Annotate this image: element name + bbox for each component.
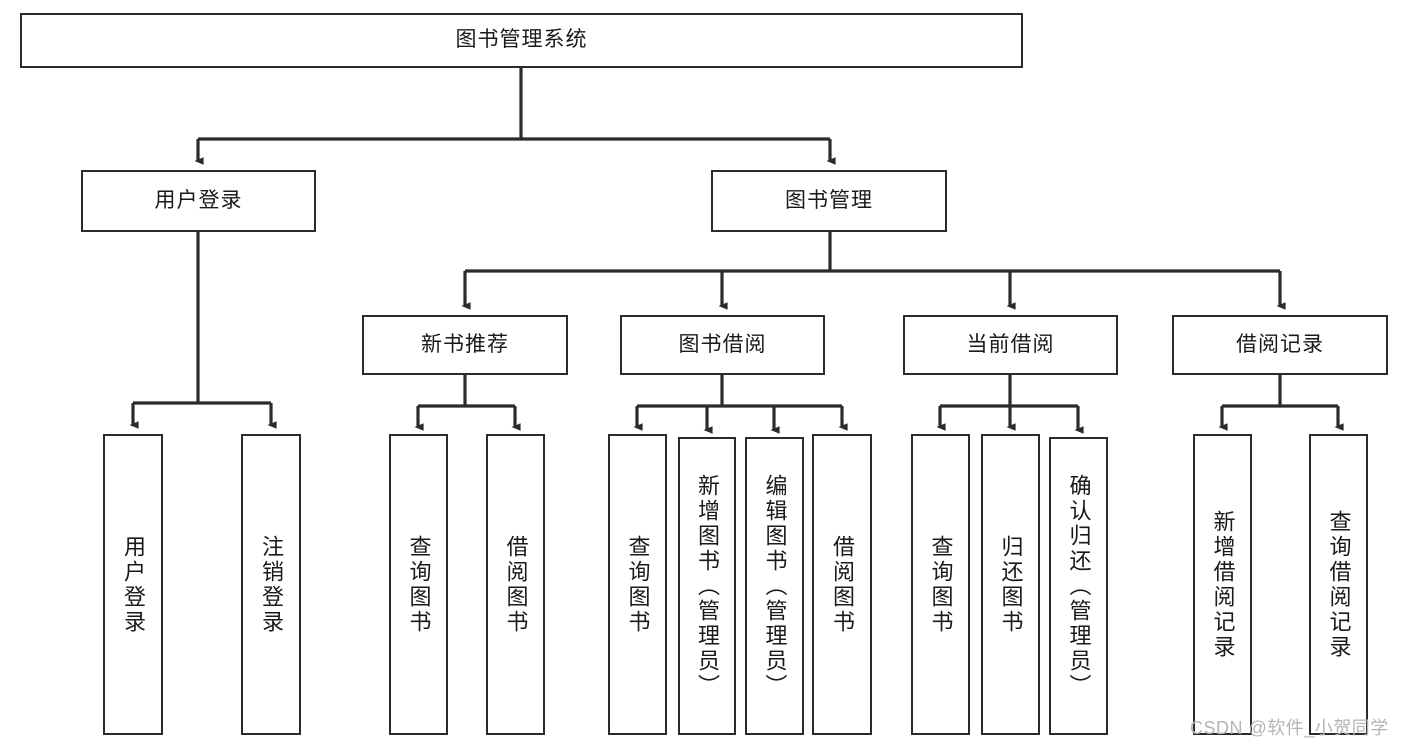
node-user-login[interactable]: 用户登录 xyxy=(81,170,316,232)
node-current-borrow[interactable]: 当前借阅 xyxy=(903,315,1118,375)
node-root-label: 图书管理系统 xyxy=(455,28,588,52)
leaf-add-book[interactable]: 新增图书（管理员） xyxy=(678,437,736,735)
leaf-confirm-return[interactable]: 确认归还（管理员） xyxy=(1049,437,1108,735)
node-borrow-record[interactable]: 借阅记录 xyxy=(1172,315,1388,375)
leaf-user-login[interactable]: 用户登录 xyxy=(103,434,163,735)
leaf-query-book-2-label: 查询图书 xyxy=(625,534,651,635)
leaf-edit-book[interactable]: 编辑图书（管理员） xyxy=(745,437,804,735)
leaf-add-record-label: 新增借阅记录 xyxy=(1210,509,1236,660)
leaf-return-book-label: 归还图书 xyxy=(998,534,1024,635)
node-current-borrow-label: 当前借阅 xyxy=(966,332,1055,356)
leaf-confirm-return-label: 确认归还（管理员） xyxy=(1066,473,1092,699)
leaf-borrow-book-2[interactable]: 借阅图书 xyxy=(812,434,872,735)
leaf-logout-login-label: 注销登录 xyxy=(259,534,284,635)
node-new-book-recommend[interactable]: 新书推荐 xyxy=(362,315,568,375)
node-book-borrow[interactable]: 图书借阅 xyxy=(620,315,825,375)
leaf-query-book-3-label: 查询图书 xyxy=(928,534,954,635)
csdn-watermark: CSDN @软件_小贺同学 xyxy=(1190,718,1389,738)
leaf-logout-login[interactable]: 注销登录 xyxy=(241,434,301,735)
leaf-query-record-label: 查询借阅记录 xyxy=(1326,509,1352,660)
leaf-add-record[interactable]: 新增借阅记录 xyxy=(1193,434,1252,735)
node-book-management-label: 图书管理 xyxy=(785,188,873,212)
node-new-book-recommend-label: 新书推荐 xyxy=(421,332,509,356)
leaf-borrow-book-1-label: 借阅图书 xyxy=(503,534,529,635)
leaf-edit-book-label: 编辑图书（管理员） xyxy=(762,473,788,699)
node-user-login-label: 用户登录 xyxy=(154,188,243,212)
leaf-query-book-1-label: 查询图书 xyxy=(406,534,432,635)
leaf-query-book-2[interactable]: 查询图书 xyxy=(608,434,667,735)
node-book-management[interactable]: 图书管理 xyxy=(711,170,947,232)
leaf-return-book[interactable]: 归还图书 xyxy=(981,434,1040,735)
leaf-user-login-label: 用户登录 xyxy=(121,534,146,635)
leaf-borrow-book-2-label: 借阅图书 xyxy=(830,534,855,635)
leaf-borrow-book-1[interactable]: 借阅图书 xyxy=(486,434,545,735)
leaf-add-book-label: 新增图书（管理员） xyxy=(695,473,720,699)
leaf-query-book-3[interactable]: 查询图书 xyxy=(911,434,970,735)
leaf-query-record[interactable]: 查询借阅记录 xyxy=(1309,434,1368,735)
node-root[interactable]: 图书管理系统 xyxy=(20,13,1023,68)
leaf-query-book-1[interactable]: 查询图书 xyxy=(389,434,448,735)
node-book-borrow-label: 图书借阅 xyxy=(678,332,767,356)
node-borrow-record-label: 借阅记录 xyxy=(1236,332,1324,356)
